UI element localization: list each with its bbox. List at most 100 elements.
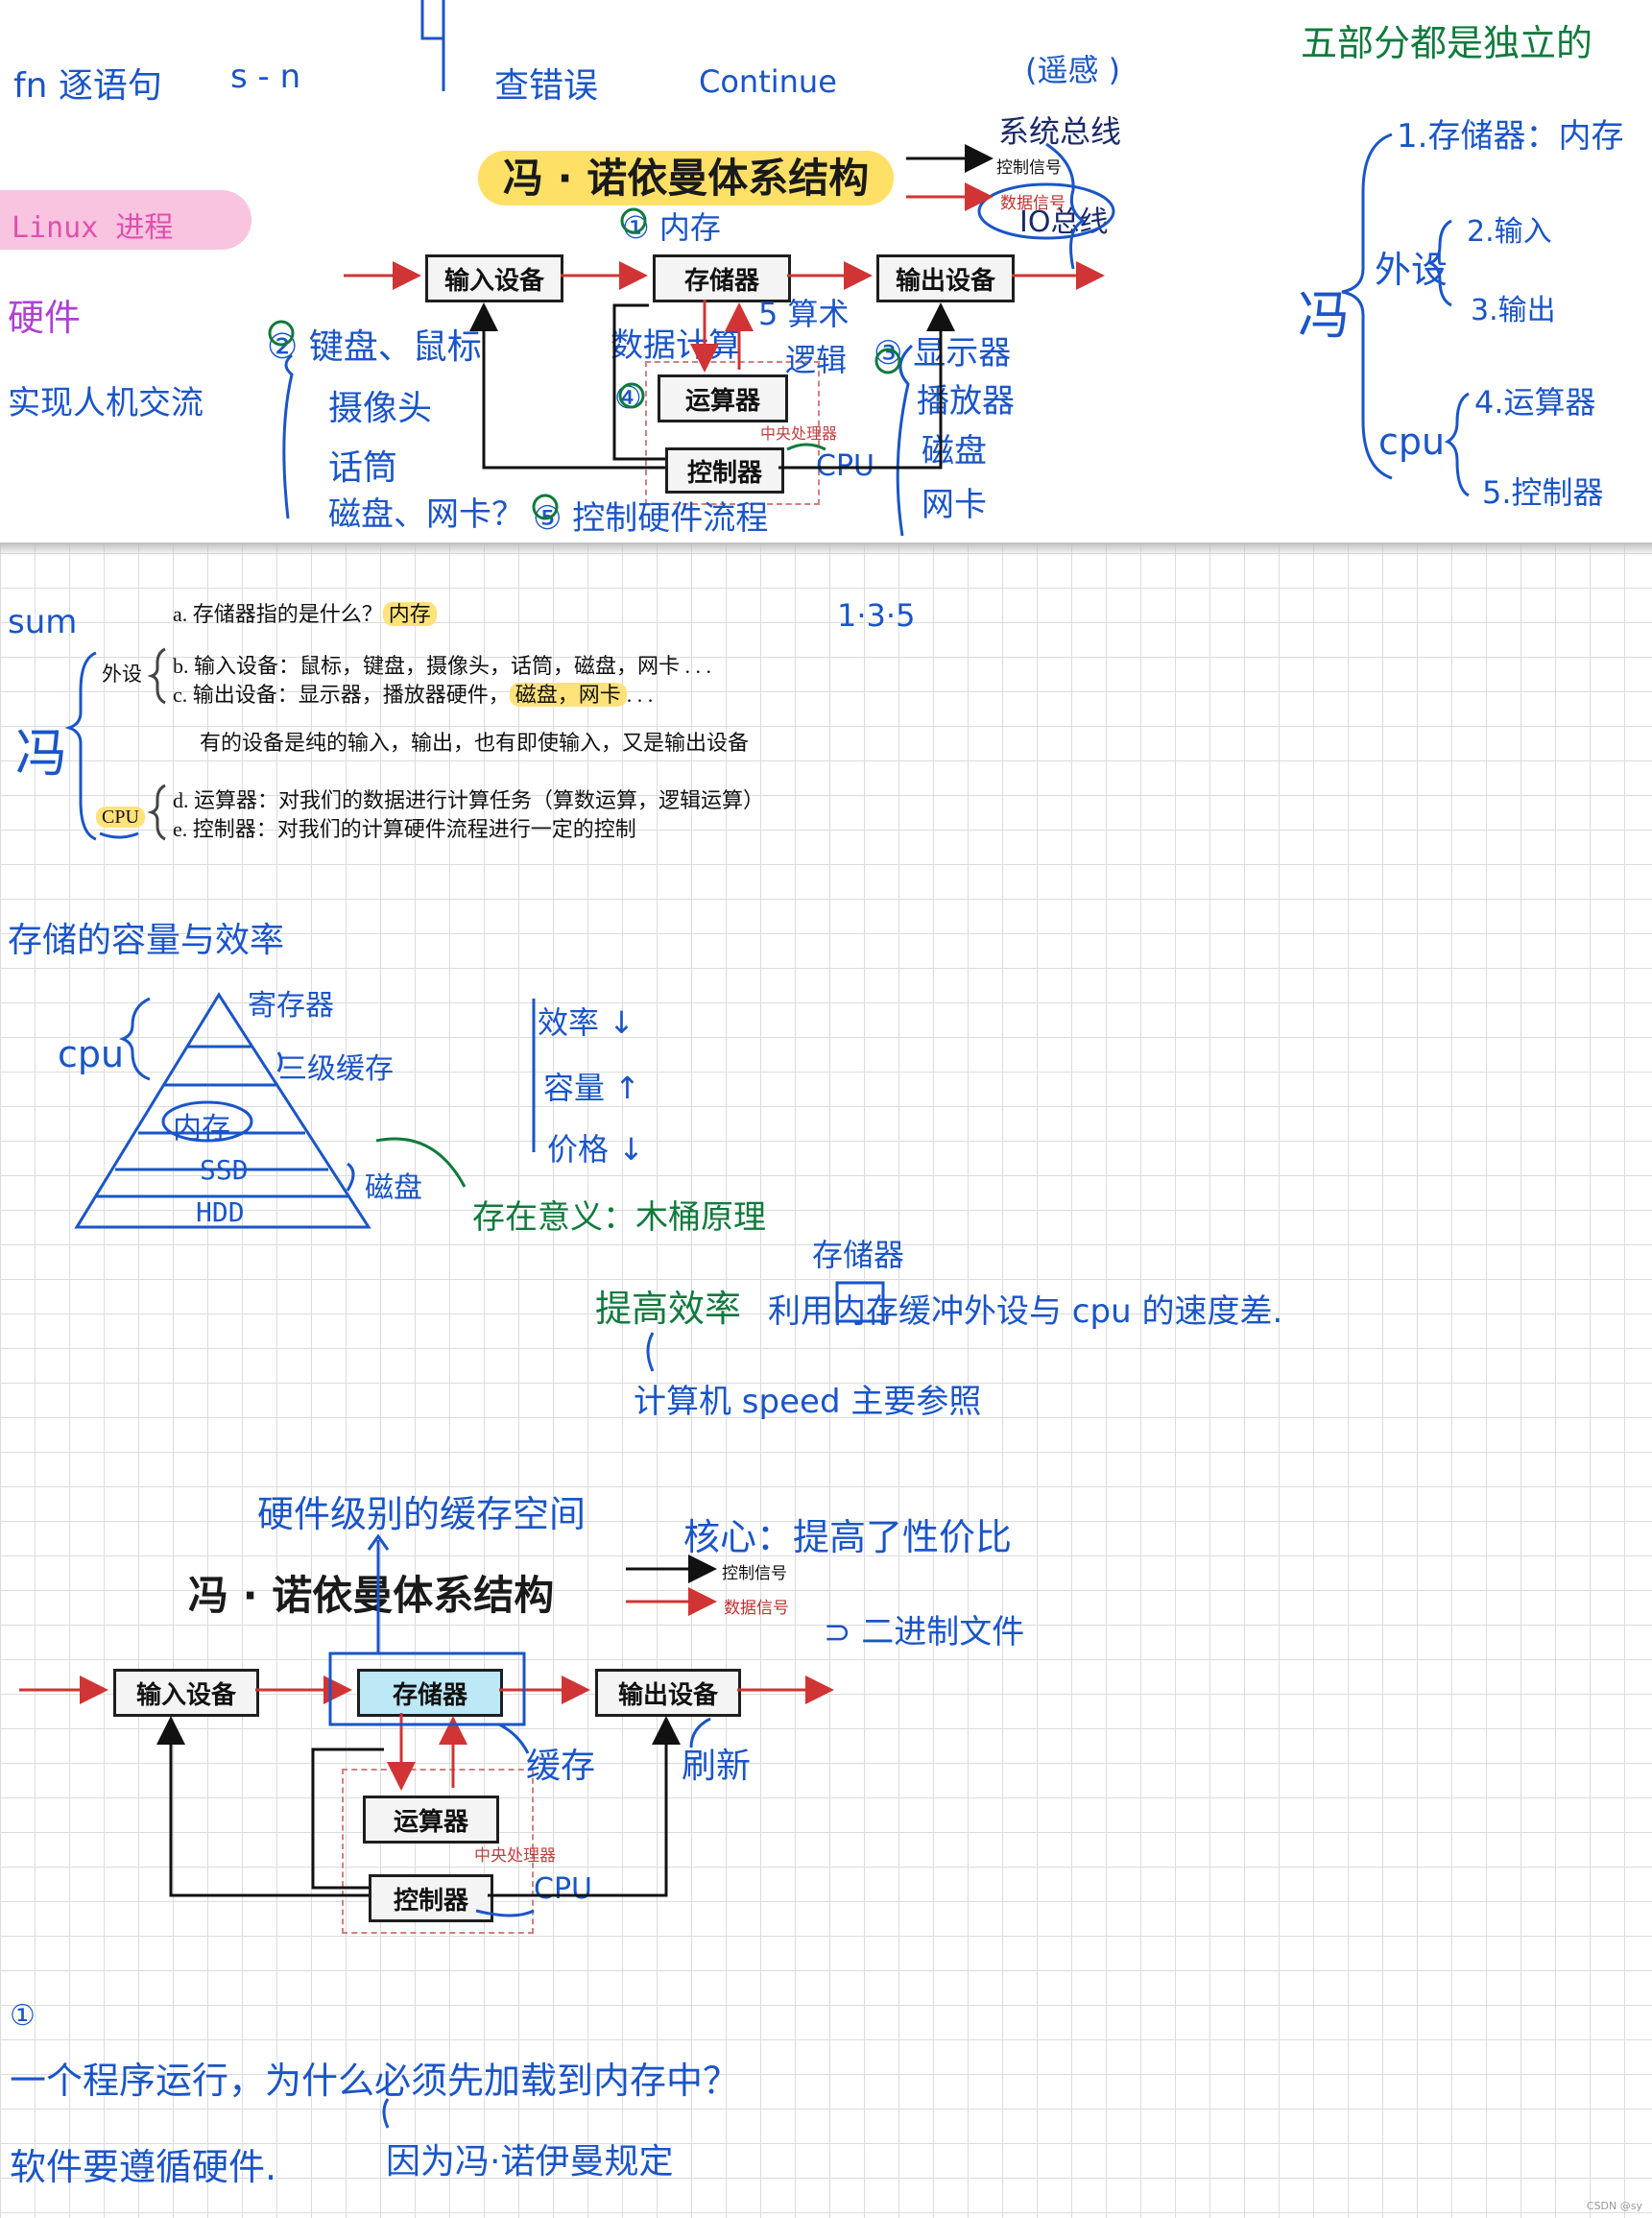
io-bus-note: IO总线 (1019, 205, 1109, 239)
pyramid-register: 寄存器 (248, 989, 334, 1023)
summary-sum: sum (8, 603, 78, 641)
diagram2-alu-box: 运算器 (363, 1796, 499, 1844)
summary-b: b. 输入设备：鼠标，键盘，摄像头，话筒，磁盘，网卡 . . . (173, 654, 712, 678)
d1-anno-memory: ① 内存 (622, 209, 721, 246)
diagram1-input-box: 输入设备 (425, 254, 563, 302)
d2-anno-core: 核心：提高了性价比 (683, 1516, 1013, 1558)
diagram1-control-box: 控制器 (665, 447, 784, 494)
tree-storage: 1.存储器：内存 (1397, 117, 1624, 156)
summary-numbers: 1·3·5 (837, 597, 916, 634)
linux-highlight (0, 190, 251, 250)
bottom-num: ① (10, 1999, 36, 2033)
tree-peripheral: 外设 (1375, 249, 1448, 291)
speed-arrow (646, 1332, 655, 1372)
hardware-note: 硬件 (8, 297, 82, 339)
tree-input: 2.输入 (1467, 215, 1552, 249)
summary-braces (64, 647, 166, 841)
summary-root: 冯 (15, 723, 67, 784)
pyramid-meaning: 存在意义：木桶原理 (472, 1198, 766, 1237)
system-bus-note: 系统总线 (998, 113, 1122, 150)
bottom-question: 一个程序运行，为什么必须先加载到内存中？ (10, 2060, 740, 2102)
five-parts-note: 五部分都是独立的 (1301, 22, 1593, 64)
diagram1-cpu-frame (645, 361, 820, 505)
d1-anno-input-3: 磁盘、网卡？ (328, 495, 524, 534)
pyramid-cpu: cpu (58, 1033, 125, 1075)
diagram2-memory-box: 存储器 (357, 1669, 503, 1717)
diagram2-annotations (328, 1533, 711, 1917)
pyramid-heading: 存储的容量与效率 (8, 921, 285, 960)
d1-anno-control-flow: ⑤ 控制硬件流程 (533, 499, 769, 538)
pyramid-efficiency: 效率 ↓ (538, 1004, 634, 1041)
diagram2-arrows (19, 1555, 834, 1897)
d2-anno-cache: 缓存 (526, 1747, 596, 1786)
d1-anno-alu: 5 算术 (758, 296, 850, 332)
d2-anno-cpu: CPU (534, 1872, 592, 1906)
tree-output: 3.输出 (1471, 294, 1556, 327)
tree-alu: 4.运算器 (1474, 384, 1596, 421)
d1-anno-output-1: 播放器 (917, 382, 1015, 421)
continue-note: Continue (699, 63, 837, 100)
section-divider-1 (0, 542, 1652, 556)
d2-anno-cache-space: 硬件级别的缓存空间 (257, 1493, 587, 1535)
d2-anno-binary: ⊃ 二进制文件 (824, 1613, 1025, 1651)
d1-anno-output-2: 磁盘 (922, 432, 987, 470)
summary-cpu: CPU (96, 807, 145, 829)
summary-peripheral: 外设 (102, 663, 142, 686)
pyramid-shape (74, 992, 536, 1229)
summary-a: a. 存储器指的是什么？内存 (173, 597, 437, 628)
pyramid-capacity: 容量 ↑ (543, 1070, 640, 1106)
interaction-note: 实现人机交流 (8, 384, 204, 422)
d1-anno-input: ② 键盘、鼠标 (267, 327, 482, 367)
pyramid-disk: 磁盘 (365, 1171, 422, 1205)
summary-e: e. 控制器：对我们的计算硬件流程进行一定的控制 (173, 817, 636, 841)
pyramid-hdd: HDD (196, 1196, 245, 1228)
tree-root: 冯 (1298, 285, 1350, 346)
summary-mixed: 有的设备是纯的输入，输出，也有即使输入，又是输出设备 (200, 731, 750, 755)
diagram1-memory-box: 存储器 (653, 254, 791, 302)
pyramid-price: 价格 ↓ (547, 1131, 644, 1168)
diagram2-input-box: 输入设备 (113, 1669, 259, 1717)
linux-note: Linux 进程 (12, 211, 174, 245)
summary-d: d. 运算器：对我们的数据进行计算任务（算数运算，逻辑运算） (173, 788, 765, 812)
summary-c: c. 输出设备：显示器，播放器硬件，磁盘，网卡. . . (173, 683, 654, 707)
diagram1-cpu-label: 中央处理器 (760, 426, 838, 443)
note-section-1 (0, 0, 1652, 542)
diagram2-cpu-frame (342, 1769, 534, 1934)
pyramid-speed: 计算机 speed 主要参照 (634, 1383, 982, 1421)
diagram1-data-signal: 数据信号 (1000, 194, 1065, 212)
d1-anno-logic: 逻辑 (785, 342, 848, 378)
d1-anno-data-calc: 数据计算 (611, 326, 741, 365)
pyramid-cache: 三级缓存 (278, 1052, 394, 1086)
diagram2-output-box: 输出设备 (595, 1669, 741, 1717)
diagram1-title: 冯 · 诺依曼体系结构 (478, 146, 895, 205)
diagram1-output-box: 输出设备 (876, 254, 1015, 302)
d1-anno-input-1: 摄像头 (328, 389, 433, 428)
diagram1-arrows (344, 144, 1105, 470)
check-error-note: 查错误 (494, 66, 599, 106)
diagram1-alu-box: 运算器 (658, 374, 788, 422)
pyramid-improve: 提高效率 (595, 1288, 742, 1330)
pyramid-improve-text: 利用内存缓冲外设与 cpu 的速度差. (768, 1292, 1283, 1331)
pyramid-green-arrow (375, 1137, 467, 1188)
fn-note: fn 逐语句 (13, 66, 162, 106)
d1-anno-input-2: 话筒 (328, 448, 398, 488)
d2-anno-refresh: 刷新 (682, 1747, 752, 1786)
memory-highlight-box (835, 1281, 885, 1323)
diagram2-control-signal: 控制信号 (722, 1564, 787, 1582)
watermark: CSDN @sy (1586, 2200, 1642, 2212)
diagram2-data-signal: 数据信号 (724, 1599, 789, 1617)
bottom-answer-left: 软件要遵循硬件. (10, 2146, 277, 2188)
tree-cpu: cpu (1378, 421, 1446, 463)
diagram2-title: 冯 · 诺依曼体系结构 (188, 1572, 555, 1619)
tree-braces (1341, 133, 1470, 497)
tree-control: 5.控制器 (1482, 474, 1604, 511)
diagram1-green-marks (268, 207, 901, 520)
pyramid-storage-label: 存储器 (812, 1237, 905, 1273)
d1-anno-output-3: 网卡 (922, 486, 987, 524)
remote-sense-note: (遥感 ) (1025, 52, 1121, 88)
bottom-arrow (382, 2098, 390, 2129)
bottom-answer-right: 因为冯·诺伊曼规定 (386, 2142, 674, 2182)
diagram2-control-box: 控制器 (369, 1874, 493, 1922)
diagram2-cpu-label: 中央处理器 (474, 1846, 556, 1865)
